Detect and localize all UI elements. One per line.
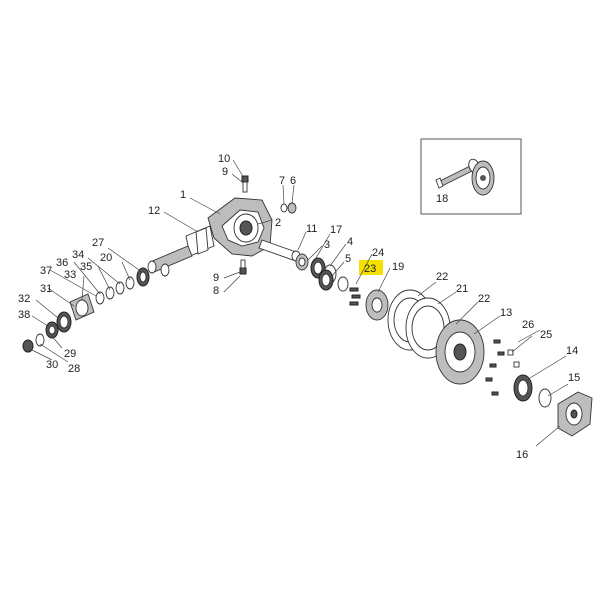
axle-tube-part[interactable]: [147, 245, 193, 274]
label-30: 30: [46, 359, 58, 371]
wheel-bearing-part[interactable]: [513, 374, 533, 402]
label-18: 18: [436, 193, 448, 205]
label-3: 3: [324, 239, 330, 251]
ring-part[interactable]: [125, 276, 135, 290]
label-21: 21: [456, 283, 468, 295]
label-37: 37: [40, 265, 52, 277]
label-25: 25: [540, 329, 552, 341]
label-26: 26: [522, 319, 534, 331]
ring-part[interactable]: [115, 281, 125, 295]
label-4: 4: [347, 236, 353, 248]
label-2: 2: [275, 217, 281, 229]
label-9-bottom: 9: [213, 272, 219, 284]
label-22-right: 22: [478, 293, 490, 305]
collar-part[interactable]: [160, 263, 170, 277]
label-36: 36: [56, 257, 68, 269]
label-32: 32: [18, 293, 30, 305]
label-23: 23: [364, 263, 376, 275]
label-24: 24: [372, 247, 384, 259]
ring-part[interactable]: [337, 276, 349, 292]
bearing-part[interactable]: [56, 311, 72, 333]
flange-part[interactable]: [69, 293, 95, 321]
label-5: 5: [345, 253, 351, 265]
axle-housing-part[interactable]: [185, 197, 273, 257]
crown-gear-part[interactable]: [471, 160, 495, 196]
label-6: 6: [290, 175, 296, 187]
label-20: 20: [100, 252, 112, 264]
label-35: 35: [80, 261, 92, 273]
label-31: 31: [40, 283, 52, 295]
bolt-part[interactable]: [241, 175, 249, 193]
label-29: 29: [64, 348, 76, 360]
label-15: 15: [568, 372, 580, 384]
inset-box: 18: [420, 138, 522, 215]
label-11: 11: [306, 223, 317, 235]
seal-part[interactable]: [538, 388, 552, 408]
stud-set-part[interactable]: [485, 339, 505, 396]
label-17: 17: [330, 224, 342, 236]
spacer-part[interactable]: [95, 291, 105, 305]
highlight-marker: [359, 260, 383, 275]
label-38: 38: [18, 309, 30, 321]
thrust-disc-part[interactable]: [365, 289, 389, 321]
label-22-left: 22: [436, 271, 448, 283]
part-labels: 1 2 3 4 5 6 7 8 9 9 10 11 12 13 14 15 16…: [18, 153, 580, 461]
spacer-part[interactable]: [105, 286, 115, 300]
label-13: 13: [500, 307, 512, 319]
cap-part[interactable]: [22, 339, 34, 353]
label-33: 33: [64, 269, 76, 281]
label-12: 12: [148, 205, 160, 217]
brake-drum-part[interactable]: [435, 319, 485, 385]
nut-part[interactable]: [35, 333, 45, 347]
label-7: 7: [279, 175, 285, 187]
label-8: 8: [213, 285, 219, 297]
label-28: 28: [68, 363, 80, 375]
bearing-part[interactable]: [136, 267, 150, 287]
label-9-top: 9: [222, 166, 228, 178]
bearing-part[interactable]: [310, 257, 326, 279]
label-10: 10: [218, 153, 230, 165]
label-34: 34: [72, 249, 84, 261]
leader-lines: [27, 159, 569, 447]
wheel-hub-part[interactable]: [557, 391, 593, 437]
nut-set-part[interactable]: [507, 349, 520, 368]
bolt-part[interactable]: [239, 259, 247, 275]
seal-part[interactable]: [45, 321, 59, 339]
seal-ring-part[interactable]: [295, 253, 309, 271]
label-1: 1: [180, 189, 186, 201]
bearing-part[interactable]: [318, 269, 334, 291]
washer-part[interactable]: [280, 203, 288, 213]
shaft-part[interactable]: [258, 239, 301, 262]
plug-part[interactable]: [287, 202, 297, 214]
pin-set-part[interactable]: [349, 287, 361, 306]
label-16: 16: [516, 449, 528, 461]
label-27: 27: [92, 237, 104, 249]
label-14: 14: [566, 345, 578, 357]
label-19: 19: [392, 261, 404, 273]
pinion-shaft-part[interactable]: [435, 158, 481, 189]
